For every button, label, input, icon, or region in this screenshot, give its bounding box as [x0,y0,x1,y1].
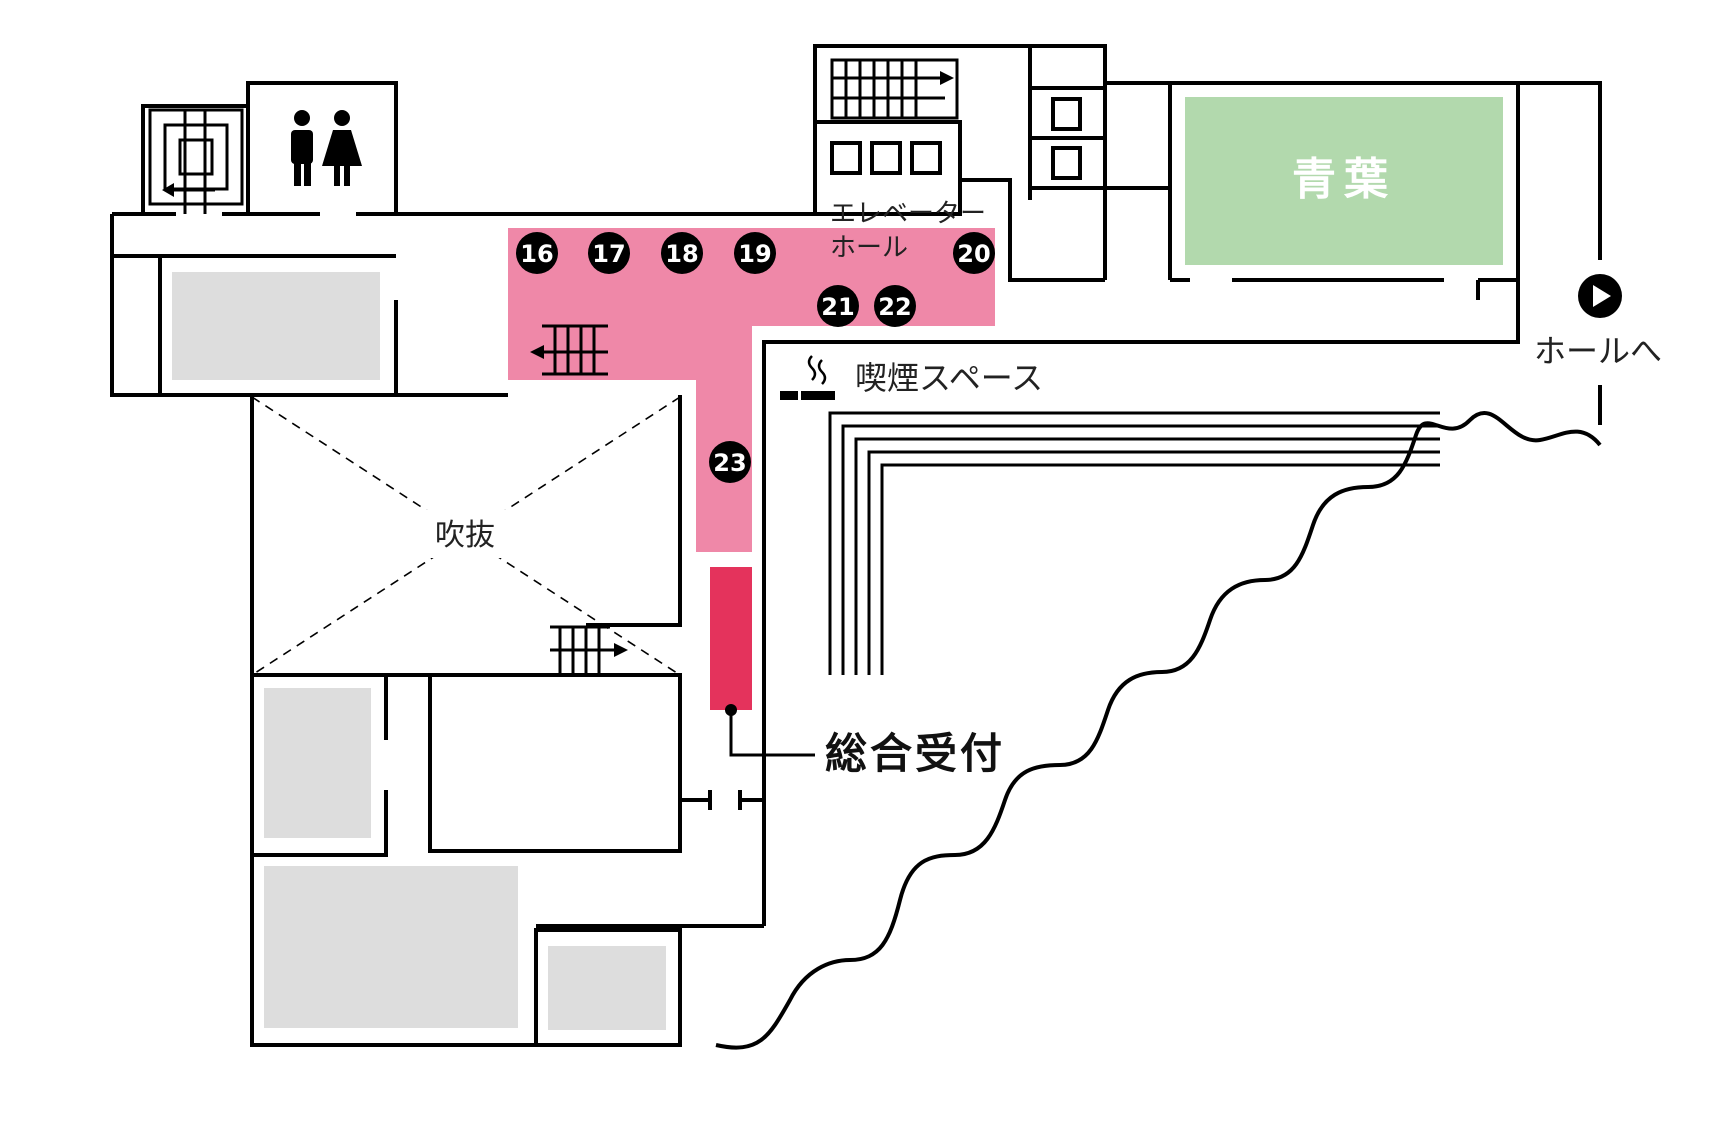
reception-callout-line [729,710,815,757]
restroom-icon [291,110,362,186]
booth-marker-label: 18 [665,240,698,268]
stairs-icon [550,625,620,675]
gray-room-mid-left [264,688,371,838]
booth-marker-label: 17 [592,240,625,268]
stairs-arrow-1 [162,183,215,197]
booth-marker-22[interactable]: 22 [874,285,916,327]
atrium-void [251,396,681,676]
elevator-icon [830,141,862,175]
booth-marker-19[interactable]: 19 [734,232,776,274]
stairs-arrow-3 [530,345,544,359]
stairs-arrow-2 [940,71,954,85]
booth-markers[interactable]: 16 17 18 19 20 21 22 23 [516,232,995,483]
gray-room-lower-right [548,946,666,1030]
aoba-room[interactable] [1185,97,1503,265]
booth-marker-17[interactable]: 17 [588,232,630,274]
elevator-hall-label-2: ホール [830,233,908,263]
reception-desk[interactable] [710,567,752,710]
booth-marker-21[interactable]: 21 [817,285,859,327]
booth-marker-label: 19 [738,240,771,268]
wavy-boundary [715,411,1602,1050]
stairs-icon [830,58,959,120]
booth-marker-18[interactable]: 18 [661,232,703,274]
smoking-icon [780,355,835,400]
booth-area[interactable] [508,228,995,552]
stairs-icon [148,108,244,214]
to-hall-label: ホールへ [1534,332,1662,370]
booth-marker-label: 21 [821,293,854,321]
booth-marker-16[interactable]: 16 [516,232,558,274]
play-arrow-icon[interactable] [1578,274,1622,318]
stairs-icon [540,324,608,376]
stairs-arrow-4 [614,643,628,657]
booth-marker-label: 16 [520,240,553,268]
booth-marker-label: 23 [713,449,746,477]
smoking-area-lines [828,411,1440,675]
booth-marker-20[interactable]: 20 [953,232,995,274]
elevator-hall-label-1: エレベーター [830,199,986,229]
smoking-space-label: 喫煙スペース [855,359,1043,397]
gray-room-lower-left [264,866,518,1028]
reception-label: 総合受付 [825,729,1005,778]
atrium-label: 吹抜 [435,518,495,553]
gray-room-upper-left [172,272,380,380]
aoba-room-label: 青葉 [1292,154,1396,205]
booth-marker-23[interactable]: 23 [709,441,751,483]
booth-marker-label: 22 [878,293,911,321]
walls [110,44,1602,1047]
booth-marker-label: 20 [957,240,990,268]
